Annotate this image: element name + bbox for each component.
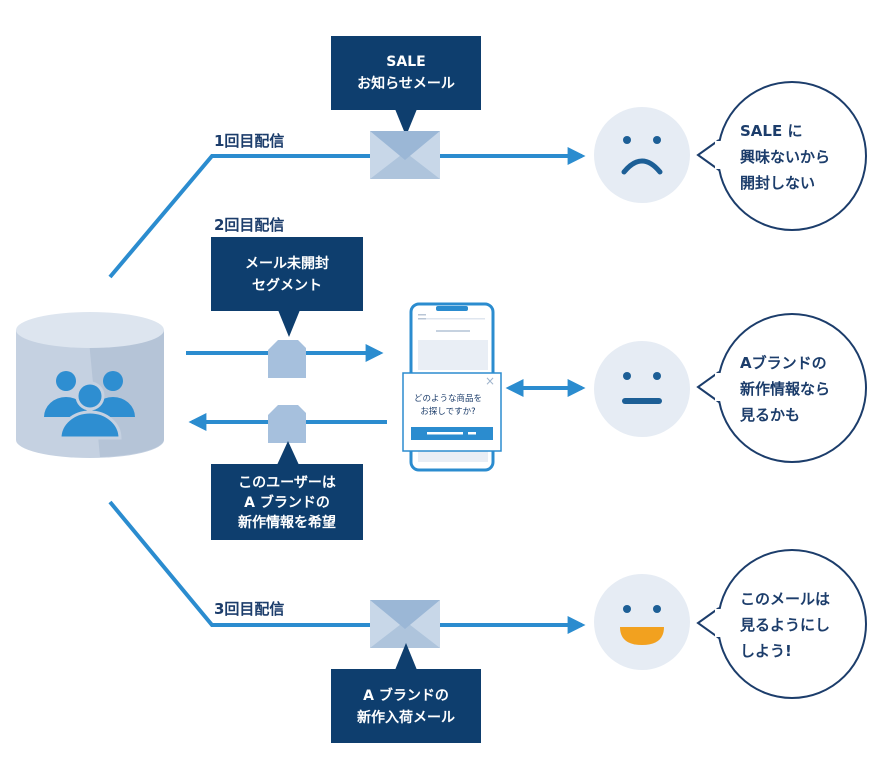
reaction-bubble-3: このメールは 見るようにし しよう! bbox=[696, 549, 867, 699]
reaction-2-line3: 見るかも bbox=[739, 406, 800, 424]
users-group-icon bbox=[44, 371, 135, 440]
popup-close-icon[interactable]: × bbox=[485, 374, 495, 388]
sad-face-icon bbox=[594, 107, 690, 203]
delivery-1-callout: SALE お知らせメール bbox=[331, 36, 481, 136]
segment-callout-line1: メール未開封 bbox=[245, 255, 329, 272]
happy-face-icon bbox=[594, 574, 690, 670]
reaction-1-line2: 興味ないから bbox=[740, 148, 830, 166]
envelope-icon bbox=[370, 600, 440, 648]
segment-callout: メール未開封 セグメント bbox=[211, 237, 363, 337]
phone-popup: × どのような商品を お探しですか? bbox=[402, 372, 502, 452]
delivery-3-callout: A ブランドの 新作入荷メール bbox=[331, 643, 481, 743]
delivery-2-label: 2回目配信 bbox=[214, 216, 284, 234]
reply-callout-line1: このユーザーは bbox=[238, 475, 336, 491]
reaction-1-line1: SALE に bbox=[740, 122, 802, 140]
reaction-3-line3: しよう! bbox=[740, 642, 792, 660]
reaction-bubble-1: SALE に 興味ないから 開封しない bbox=[696, 81, 867, 231]
popup-question-line2: お探しですか? bbox=[420, 406, 475, 417]
connector-lines bbox=[108, 147, 586, 634]
reply-callout-line2: A ブランドの bbox=[244, 494, 330, 511]
reaction-3-line2: 見るようにし bbox=[739, 616, 830, 634]
reply-callout: このユーザーは A ブランドの 新作情報を希望 bbox=[211, 441, 363, 540]
popup-question-line1: どのような商品を bbox=[414, 393, 482, 404]
document-icon bbox=[268, 405, 306, 443]
delivery-1-callout-line1: SALE bbox=[386, 54, 425, 70]
reaction-2-line2: 新作情報なら bbox=[740, 380, 830, 398]
document-icon bbox=[268, 340, 306, 378]
delivery-1-callout-line2: お知らせメール bbox=[357, 75, 455, 92]
reaction-1-line3: 開封しない bbox=[740, 174, 815, 192]
delivery-3-callout-line2: 新作入荷メール bbox=[357, 709, 455, 726]
database-users-icon bbox=[16, 312, 164, 458]
reaction-2-line1: Aブランドの bbox=[740, 354, 827, 372]
delivery-3-callout-line1: A ブランドの bbox=[363, 687, 449, 704]
segment-callout-line2: セグメント bbox=[252, 277, 322, 294]
popup-submit-button[interactable] bbox=[411, 427, 493, 440]
neutral-face-icon bbox=[594, 341, 690, 437]
delivery-3-line bbox=[108, 500, 370, 627]
reply-callout-line3: 新作情報を希望 bbox=[238, 514, 336, 531]
reaction-3-line1: このメールは bbox=[740, 590, 830, 608]
reaction-bubble-2: Aブランドの 新作情報なら 見るかも bbox=[696, 313, 867, 463]
envelope-icon bbox=[370, 131, 440, 179]
delivery-1-label: 1回目配信 bbox=[214, 132, 284, 150]
delivery-1-line bbox=[108, 154, 370, 279]
delivery-3-label: 3回目配信 bbox=[214, 600, 284, 618]
